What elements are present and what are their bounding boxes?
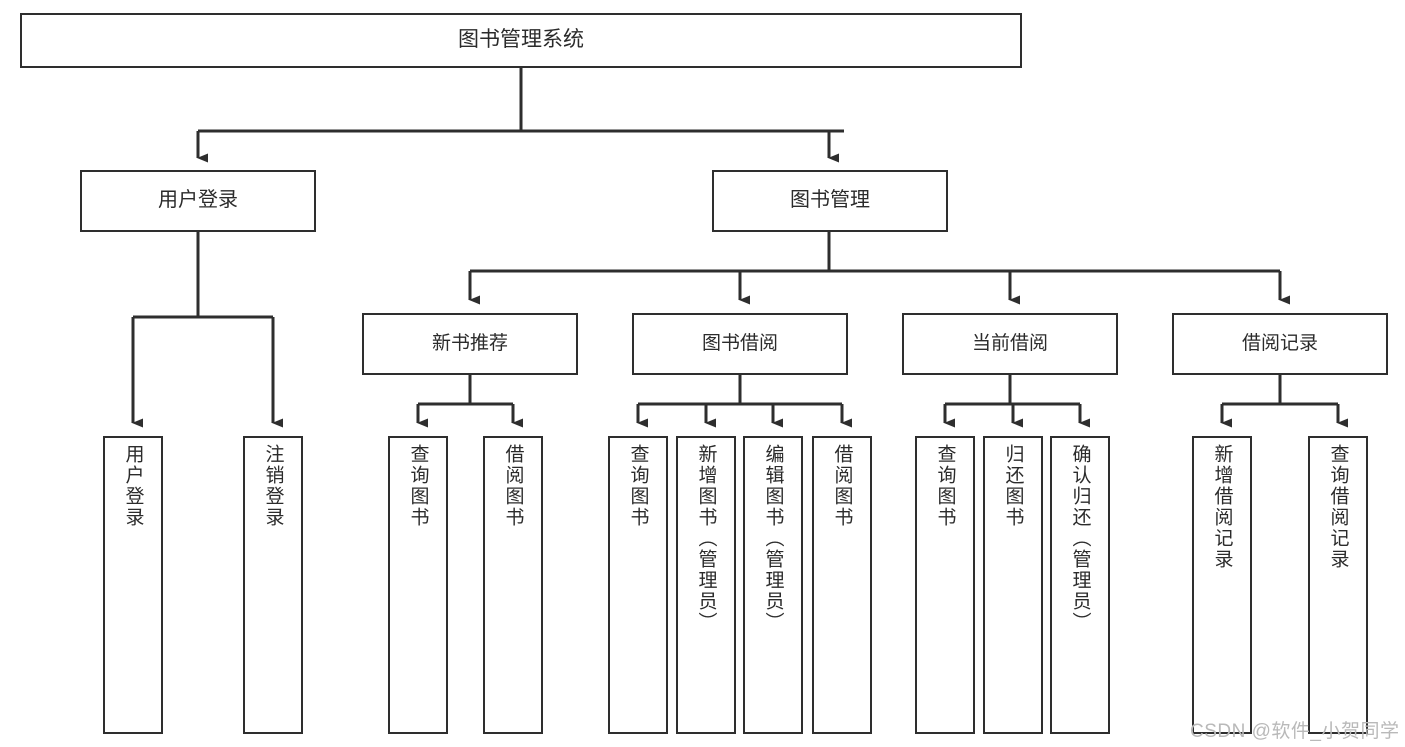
leaf-record-add-record[interactable]: 新增借阅记录 <box>1192 436 1252 734</box>
node-borrow-record[interactable]: 借阅记录 <box>1172 313 1388 375</box>
node-root-label: 图书管理系统 <box>458 28 584 52</box>
leaf-label: 确认归还（管理员） <box>1069 444 1091 633</box>
leaf-recommend-borrow-book[interactable]: 借阅图书 <box>483 436 543 734</box>
leaf-label: 查询图书 <box>407 444 429 528</box>
leaf-borrow-edit-book-admin[interactable]: 编辑图书（管理员） <box>743 436 803 734</box>
leaf-label: 查询图书 <box>934 444 956 528</box>
leaf-label: 借阅图书 <box>831 444 853 528</box>
node-root-system[interactable]: 图书管理系统 <box>20 13 1022 68</box>
leaf-user-login-login[interactable]: 用户登录 <box>103 436 163 734</box>
leaf-label: 查询借阅记录 <box>1327 444 1349 570</box>
leaf-label: 新增图书（管理员） <box>695 444 717 633</box>
node-book-borrow[interactable]: 图书借阅 <box>632 313 848 375</box>
leaf-label: 注销登录 <box>262 444 284 528</box>
node-current-borrow[interactable]: 当前借阅 <box>902 313 1118 375</box>
node-book-borrow-label: 图书借阅 <box>701 332 778 354</box>
node-user-login-label: 用户登录 <box>158 189 238 212</box>
leaf-label: 编辑图书（管理员） <box>762 444 784 633</box>
leaf-user-login-logout[interactable]: 注销登录 <box>243 436 303 734</box>
leaf-borrow-query-book[interactable]: 查询图书 <box>608 436 668 734</box>
leaf-borrow-add-book-admin[interactable]: 新增图书（管理员） <box>676 436 736 734</box>
leaf-label: 新增借阅记录 <box>1211 444 1233 570</box>
leaf-label: 借阅图书 <box>502 444 524 528</box>
leaf-record-query-record[interactable]: 查询借阅记录 <box>1308 436 1368 734</box>
leaf-borrow-borrow-book[interactable]: 借阅图书 <box>812 436 872 734</box>
leaf-label: 用户登录 <box>122 444 144 528</box>
node-book-management[interactable]: 图书管理 <box>712 170 948 232</box>
csdn-watermark: CSDN @软件_小贺同学 <box>1190 721 1400 742</box>
node-borrow-record-label: 借阅记录 <box>1241 332 1318 354</box>
node-user-login[interactable]: 用户登录 <box>80 170 316 232</box>
leaf-recommend-query-book[interactable]: 查询图书 <box>388 436 448 734</box>
node-current-borrow-label: 当前借阅 <box>971 332 1048 354</box>
leaf-label: 查询图书 <box>627 444 649 528</box>
node-new-book-recommend-label: 新书推荐 <box>431 332 508 354</box>
leaf-current-query-book[interactable]: 查询图书 <box>915 436 975 734</box>
node-new-book-recommend[interactable]: 新书推荐 <box>362 313 578 375</box>
leaf-label: 归还图书 <box>1002 444 1024 528</box>
leaf-current-return-book[interactable]: 归还图书 <box>983 436 1043 734</box>
leaf-current-confirm-return-admin[interactable]: 确认归还（管理员） <box>1050 436 1110 734</box>
node-book-management-label: 图书管理 <box>790 189 870 212</box>
